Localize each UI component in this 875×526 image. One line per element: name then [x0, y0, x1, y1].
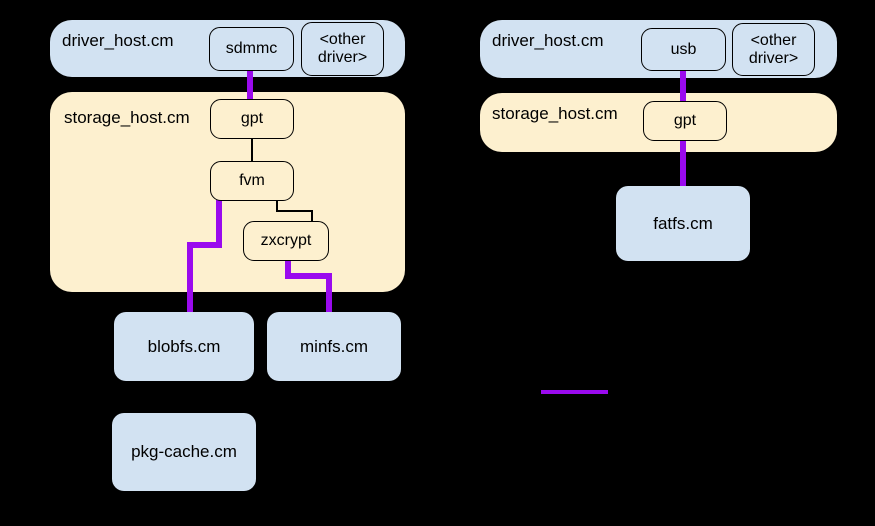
right-storage-host-panel-label: storage_host.cm: [492, 104, 618, 123]
left-storage-host-panel-label: storage_host.cm: [64, 108, 190, 127]
edge-fvm-to-zxcrypt-seg1: [276, 200, 278, 212]
chip-gpt-left[interactable]: gpt: [210, 99, 294, 139]
edge-fvm-to-blobfs-seg1: [216, 200, 222, 248]
edge-zxcrypt-to-minfs-seg1: [285, 259, 291, 279]
edge-fvm-to-zxcrypt-seg3: [311, 210, 313, 222]
legend-connector-key: [541, 390, 608, 394]
edge-fvm-to-zxcrypt-seg2: [276, 210, 312, 212]
edge-fvm-to-blobfs-seg3: [187, 242, 193, 316]
chip-sdmmc[interactable]: sdmmc: [209, 27, 294, 71]
component-fatfs[interactable]: fatfs.cm: [616, 186, 750, 261]
edge-zxcrypt-to-minfs-seg3: [326, 273, 332, 316]
chip-zxcrypt[interactable]: zxcrypt: [243, 221, 329, 261]
chip-gpt-right[interactable]: gpt: [643, 101, 727, 141]
chip-other-driver-left[interactable]: <other driver>: [301, 22, 384, 76]
chip-fvm[interactable]: fvm: [210, 161, 294, 201]
chip-usb[interactable]: usb: [641, 28, 726, 71]
edge-zxcrypt-to-minfs-seg2: [285, 273, 332, 279]
edge-gpt-to-fvm: [251, 138, 253, 162]
right-driver-host-panel-label: driver_host.cm: [492, 31, 604, 50]
component-pkg-cache[interactable]: pkg-cache.cm: [112, 413, 256, 491]
chip-other-driver-right[interactable]: <other driver>: [732, 23, 815, 76]
edge-sdmmc-to-gpt: [247, 70, 253, 102]
component-minfs[interactable]: minfs.cm: [267, 312, 401, 381]
component-blobfs[interactable]: blobfs.cm: [114, 312, 254, 381]
left-driver-host-panel-label: driver_host.cm: [62, 31, 174, 50]
edge-fvm-to-blobfs-seg2: [187, 242, 222, 248]
